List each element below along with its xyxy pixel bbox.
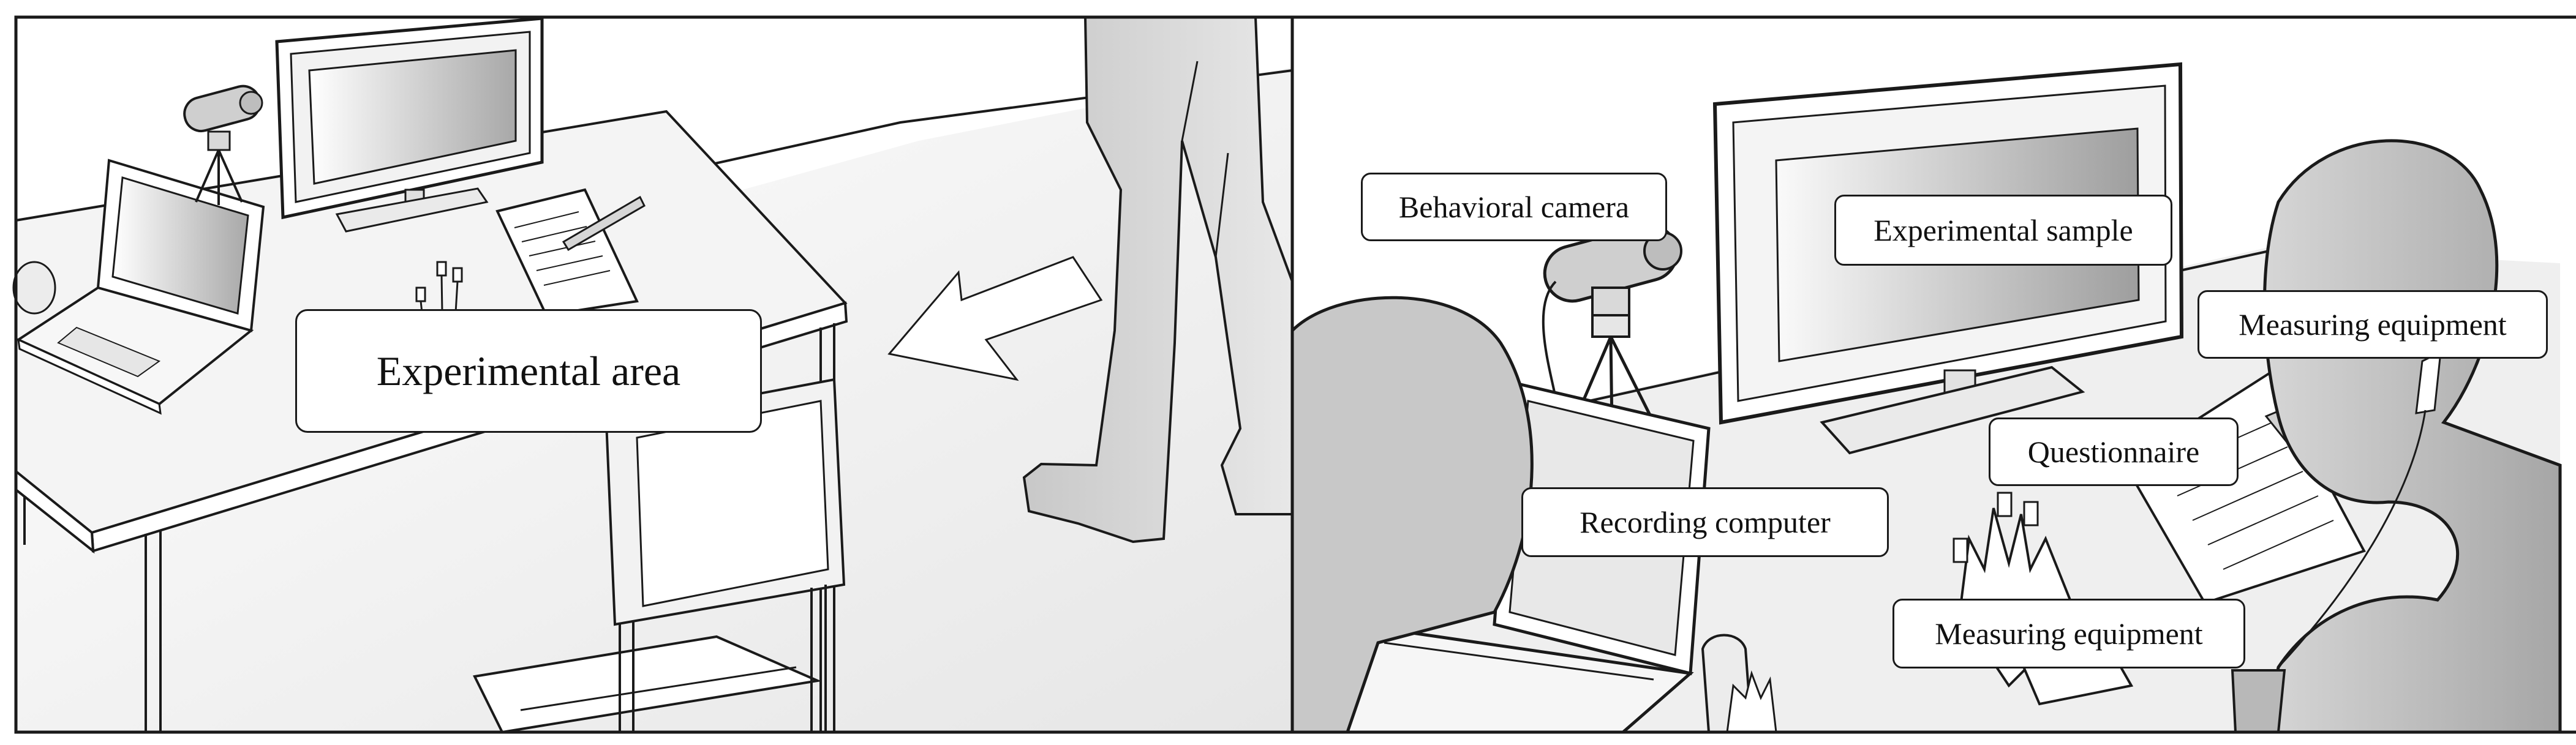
monitor-left (275, 17, 544, 233)
label-experimental-sample: Experimental sample (1834, 195, 2172, 266)
subject-silhouette (1290, 296, 1534, 734)
label-measuring-equipment-bottom: Measuring equipment (1892, 599, 2245, 668)
right-panel (1290, 15, 2576, 734)
label-measuring-equipment-top: Measuring equipment (2198, 290, 2548, 359)
label-questionnaire: Questionnaire (1989, 417, 2239, 486)
questionnaire-left (495, 188, 646, 317)
chair (473, 378, 846, 734)
camera-left (183, 84, 263, 205)
label-experimental-area: Experimental area (295, 309, 762, 433)
direction-arrow (887, 256, 1103, 381)
camera-right (1542, 223, 1682, 429)
mouse-hand (1701, 634, 1777, 733)
experimenter-silhouette (2231, 139, 2562, 734)
laptop (15, 159, 265, 415)
label-recording-computer: Recording computer (1521, 487, 1889, 557)
label-behavioral-camera: Behavioral camera (1361, 173, 1667, 241)
electrodes-left (415, 261, 463, 319)
mouse (12, 261, 56, 315)
